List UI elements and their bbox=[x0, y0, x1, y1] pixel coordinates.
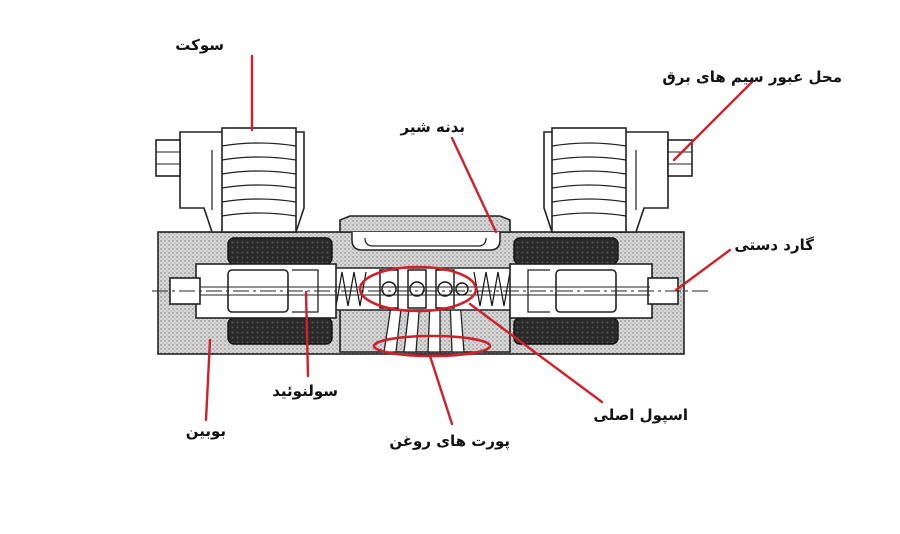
ports-highlight-ellipse bbox=[372, 334, 492, 358]
leader-oil-ports bbox=[428, 354, 454, 426]
label-solenoid: سولنوئید bbox=[272, 382, 338, 400]
label-main-spool: اسپول اصلی bbox=[593, 406, 688, 425]
callouts bbox=[204, 54, 754, 426]
right-solenoid bbox=[509, 237, 679, 345]
leader-wire-entry bbox=[672, 80, 754, 162]
leader-coil bbox=[204, 338, 212, 422]
right-socket bbox=[543, 127, 693, 233]
spool-highlight-ellipse bbox=[358, 265, 478, 313]
valve-drawing bbox=[152, 127, 708, 355]
label-coil: بوبین bbox=[186, 422, 226, 440]
leader-main-spool bbox=[468, 302, 604, 404]
label-wire-entry: محل عبور سیم های برق bbox=[662, 68, 842, 86]
leader-solenoid bbox=[304, 290, 310, 378]
center-channel bbox=[351, 232, 501, 251]
spool-lands bbox=[379, 269, 469, 309]
leader-valve-body bbox=[450, 136, 498, 234]
label-oil-ports: پورت های روغن bbox=[389, 432, 510, 451]
label-manual-override: گارد دستی bbox=[734, 236, 814, 254]
center-body bbox=[339, 215, 511, 233]
label-valve-body: بدنه شیر bbox=[400, 118, 465, 136]
labels: سوکت محل عبور سیم های برق بدنه شیر گارد … bbox=[175, 36, 842, 451]
oil-port-passages bbox=[383, 299, 465, 353]
left-socket bbox=[155, 127, 305, 233]
label-socket: سوکت bbox=[175, 36, 224, 54]
leader-manual-override bbox=[674, 248, 732, 292]
